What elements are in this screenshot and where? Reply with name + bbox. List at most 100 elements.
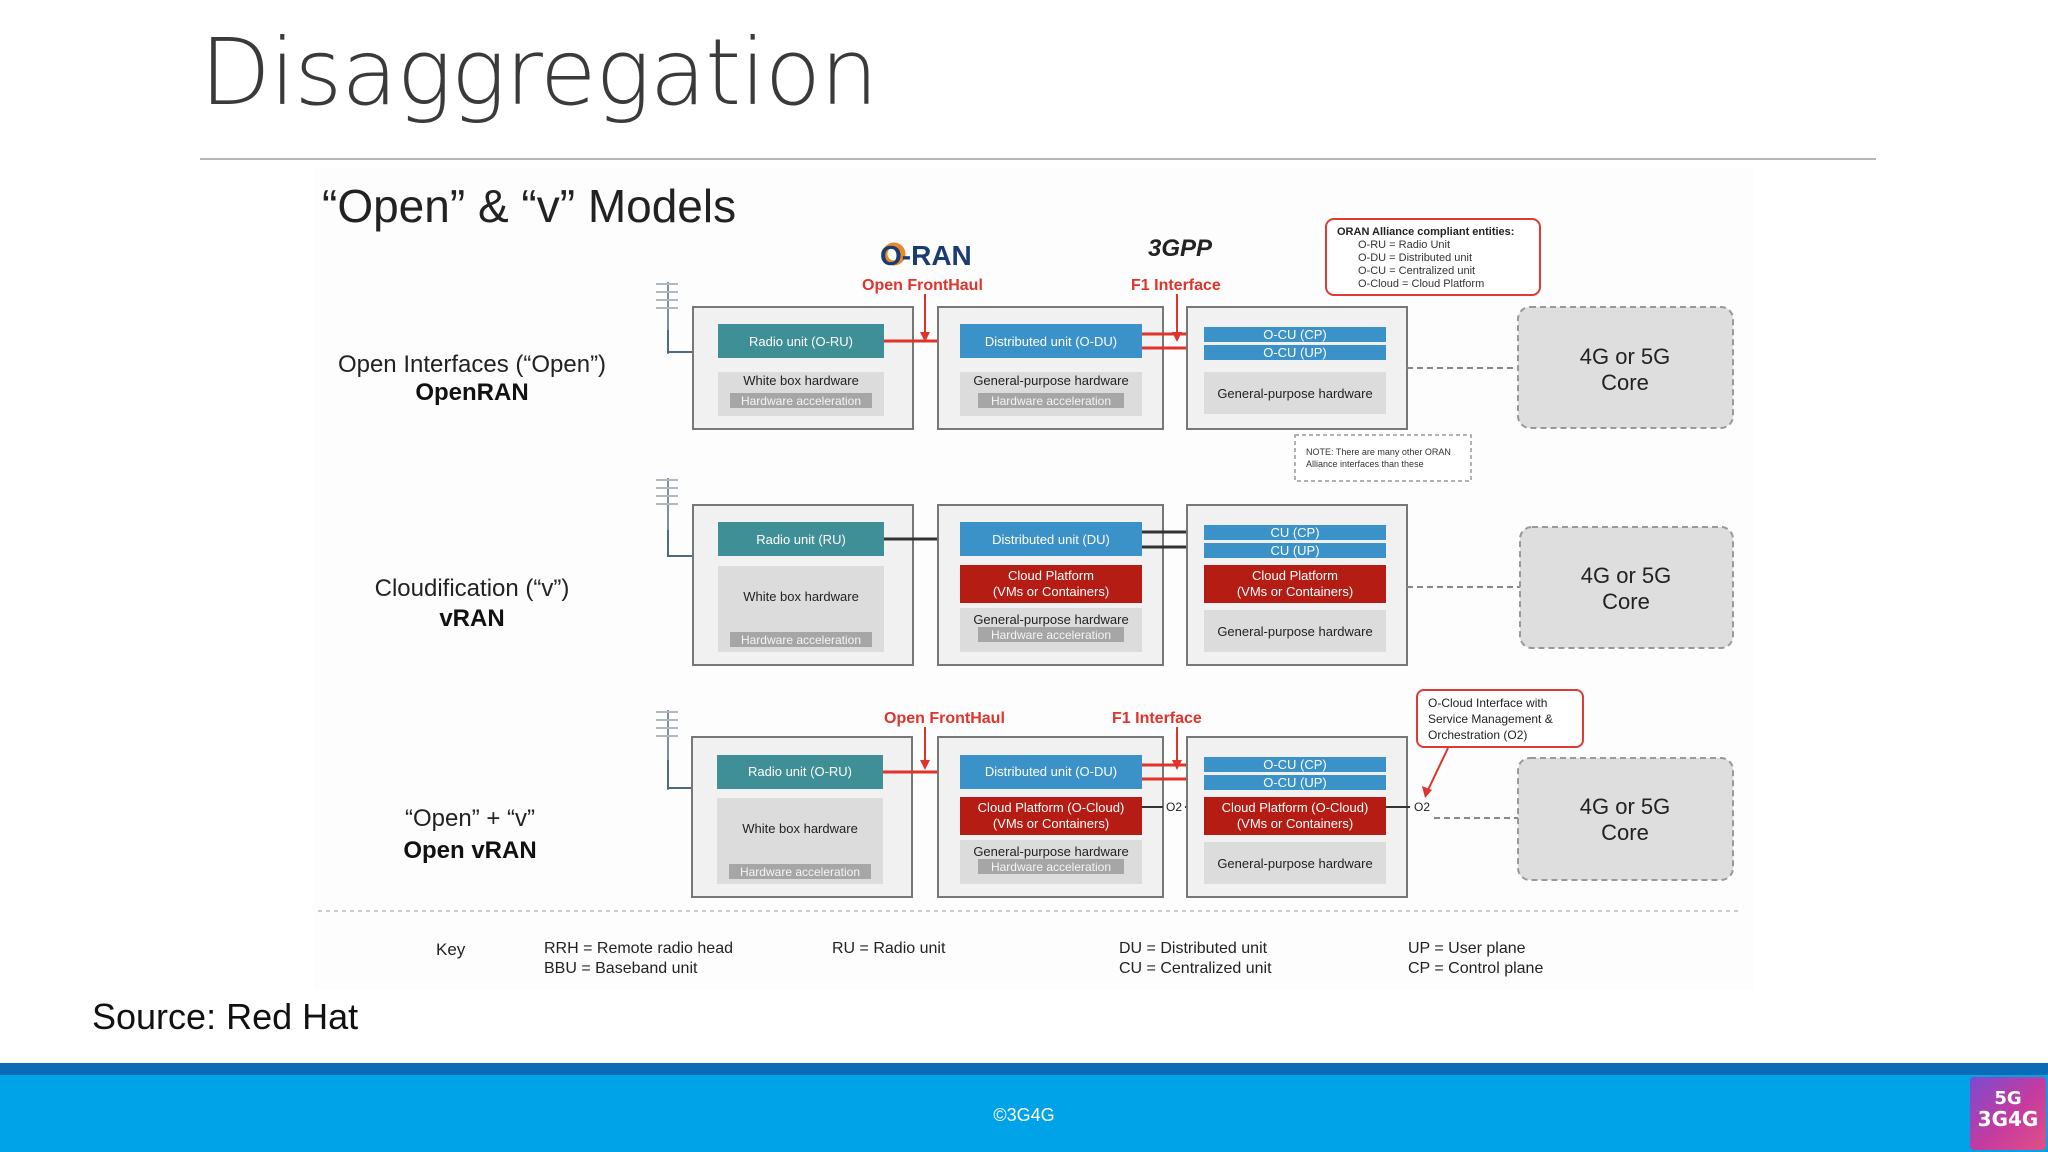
- ru-unit: [718, 324, 884, 358]
- row-openran: Open Interfaces (“Open”) OpenRAN Radio u…: [338, 282, 1734, 430]
- open-fronthaul-label: Open FrontHaul: [862, 277, 983, 294]
- callout-line: O-RU = Radio Unit: [1358, 239, 1450, 251]
- callout-line: O-DU = Distributed unit: [1358, 252, 1472, 264]
- cu-hw-label: General-purpose hardware: [1217, 386, 1372, 401]
- note-line: NOTE: There are many other ORAN: [1306, 447, 1451, 457]
- core-label: Core: [1601, 370, 1649, 395]
- oran-logo-text: O-RAN: [880, 240, 972, 271]
- row-label-bold: Open vRAN: [403, 837, 536, 864]
- o2-callout-line: O-Cloud Interface with: [1428, 696, 1547, 710]
- cu-cloud-sub: (VMs or Containers): [1237, 584, 1353, 599]
- row-label-bold: vRAN: [439, 605, 504, 632]
- key-item: UP = User plane: [1408, 940, 1526, 957]
- 3gpp-logo: 3GPP: [1148, 235, 1213, 262]
- du-label: Distributed unit (O-DU): [985, 334, 1117, 349]
- key-label: Key: [436, 940, 466, 959]
- du-accel-label: Hardware acceleration: [991, 394, 1111, 408]
- key-item: CP = Control plane: [1408, 960, 1543, 977]
- logo-line: 3G4G: [1977, 1107, 2039, 1131]
- du-cloud-platform: [960, 565, 1142, 603]
- o2-callout-line: Service Management &: [1428, 712, 1553, 726]
- footer-accent: [0, 1063, 2048, 1075]
- cu-cloud-sub: (VMs or Containers): [1237, 816, 1353, 831]
- ru-unit: [717, 755, 883, 789]
- key-item: CU = Centralized unit: [1119, 960, 1272, 977]
- o2-callout-line: Orchestration (O2): [1428, 728, 1527, 742]
- du-label: Distributed unit (O-DU): [985, 764, 1117, 779]
- footer-bar: [0, 1075, 2048, 1152]
- cu-up-label: CU (UP): [1270, 543, 1319, 558]
- 3g4g-logo: 5G 3G4G: [1970, 1077, 2046, 1150]
- du-unit: [960, 324, 1142, 358]
- core-box: [1517, 306, 1734, 429]
- ru-accel-label: Hardware acceleration: [740, 865, 860, 879]
- du-hw-label: General-purpose hardware: [973, 844, 1128, 859]
- row-vran: Cloudification (“v”) vRAN Radio unit (RU…: [375, 478, 1734, 666]
- cu-hw-label: General-purpose hardware: [1217, 624, 1372, 639]
- open-fronthaul-label: Open FrontHaul: [884, 710, 1005, 727]
- key-item: DU = Distributed unit: [1119, 940, 1268, 957]
- key-item: RRH = Remote radio head: [544, 940, 733, 957]
- callout-title: ORAN Alliance compliant entities:: [1337, 226, 1514, 238]
- du-unit: [960, 522, 1142, 556]
- row-label-bold: OpenRAN: [415, 379, 528, 406]
- core-label: Core: [1602, 589, 1650, 614]
- core-label: 4G or 5G: [1581, 563, 1671, 588]
- ru-accel-label: Hardware acceleration: [741, 394, 861, 408]
- ru-label: Radio unit (RU): [756, 532, 846, 547]
- callout-line: O-Cloud = Cloud Platform: [1358, 278, 1484, 290]
- diagram-heading: “Open” & “v” Models: [322, 180, 736, 232]
- du-label: Distributed unit (DU): [992, 532, 1110, 547]
- disaggregation-diagram: “Open” & “v” Models O-RAN 3GPP ORAN Alli…: [318, 180, 1742, 977]
- cu-cp-label: O-CU (CP): [1263, 327, 1327, 342]
- oran-entities-callout: ORAN Alliance compliant entities: O-RU =…: [1325, 218, 1541, 296]
- row-label: “Open” + “v”: [405, 805, 535, 832]
- row-open-vran: “Open” + “v” Open vRAN Radio unit (O-RU)…: [403, 710, 1734, 898]
- core-label: 4G or 5G: [1580, 794, 1670, 819]
- f1-interface-label: F1 Interface: [1112, 710, 1202, 727]
- cu-up-label: O-CU (UP): [1263, 345, 1327, 360]
- row-label: Open Interfaces (“Open”): [338, 351, 606, 378]
- key-item: BBU = Baseband unit: [544, 960, 698, 977]
- ru-label: Radio unit (O-RU): [749, 334, 853, 349]
- note-box: NOTE: There are many other ORAN Alliance…: [1294, 434, 1472, 482]
- du-cloud-label: Cloud Platform (O-Cloud): [978, 800, 1125, 815]
- ru-hw-label: White box hardware: [743, 589, 859, 604]
- logo-line: 5G: [1994, 1088, 2022, 1109]
- core-box: [1519, 526, 1734, 649]
- cu-cp-label: O-CU (CP): [1263, 757, 1327, 772]
- core-label: Core: [1601, 820, 1649, 845]
- o2-callout: O-Cloud Interface with Service Managemen…: [1416, 689, 1584, 798]
- ru-accel-label: Hardware acceleration: [741, 633, 861, 647]
- cu-cloud-platform: [1204, 797, 1386, 835]
- du-cloud-label: Cloud Platform: [1008, 568, 1094, 583]
- slide-title: Disaggregation: [200, 19, 878, 126]
- du-hw-label: General-purpose hardware: [973, 373, 1128, 388]
- cu-up-label: O-CU (UP): [1263, 775, 1327, 790]
- ru-unit: [718, 522, 884, 556]
- note-line: Alliance interfaces than these: [1306, 459, 1424, 469]
- o2-label: O2: [1414, 800, 1430, 814]
- cu-hw-label: General-purpose hardware: [1217, 856, 1372, 871]
- o2-label: O2: [1166, 800, 1182, 814]
- du-accel-label: Hardware acceleration: [991, 628, 1111, 642]
- ru-hw-label: White box hardware: [743, 373, 859, 388]
- cu-cp-label: CU (CP): [1270, 525, 1319, 540]
- f1-interface-label: F1 Interface: [1131, 277, 1221, 294]
- row-label: Cloudification (“v”): [375, 575, 570, 602]
- cu-cloud-label: Cloud Platform (O-Cloud): [1222, 800, 1369, 815]
- oran-logo: O-RAN: [880, 240, 972, 271]
- cu-cloud-platform: [1204, 565, 1386, 603]
- ru-hw-label: White box hardware: [742, 821, 858, 836]
- ru-label: Radio unit (O-RU): [748, 764, 852, 779]
- title-divider: [200, 158, 1876, 160]
- du-hw-label: General-purpose hardware: [973, 612, 1128, 627]
- source-caption: Source: Red Hat: [92, 996, 359, 1037]
- key-legend: Key RRH = Remote radio head BBU = Baseba…: [436, 940, 1543, 977]
- du-unit: [960, 755, 1142, 789]
- du-cloud-sub: (VMs or Containers): [993, 816, 1109, 831]
- du-cloud-sub: (VMs or Containers): [993, 584, 1109, 599]
- du-accel-label: Hardware acceleration: [991, 860, 1111, 874]
- copyright-text: ©3G4G: [993, 1105, 1055, 1125]
- key-item: RU = Radio unit: [832, 940, 946, 957]
